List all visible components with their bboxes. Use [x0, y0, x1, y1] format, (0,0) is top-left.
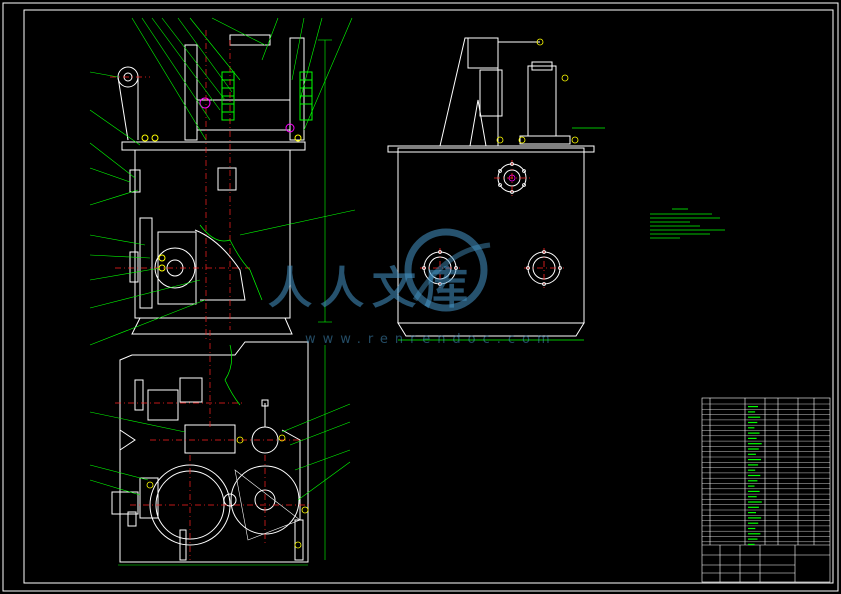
- top-view-leaders: [89, 345, 351, 566]
- break-line-2: [224, 344, 241, 406]
- top-view-centerlines: [115, 330, 310, 560]
- watermark-brand: 人人文库: [268, 263, 476, 314]
- parts-list-table: [701, 397, 831, 583]
- inner-border: [23, 9, 834, 584]
- top-view-bolts: [146, 434, 309, 549]
- front-view-leaders: [89, 17, 356, 346]
- watermark-url: www.renrendoc.com: [305, 332, 557, 347]
- break-line: [199, 224, 263, 301]
- front-view-centerlines: [110, 30, 250, 340]
- parts-list-entries: [748, 406, 762, 546]
- technical-notes: [650, 208, 725, 239]
- parts-list-rows: [702, 403, 830, 542]
- side-view-details: [398, 38, 605, 341]
